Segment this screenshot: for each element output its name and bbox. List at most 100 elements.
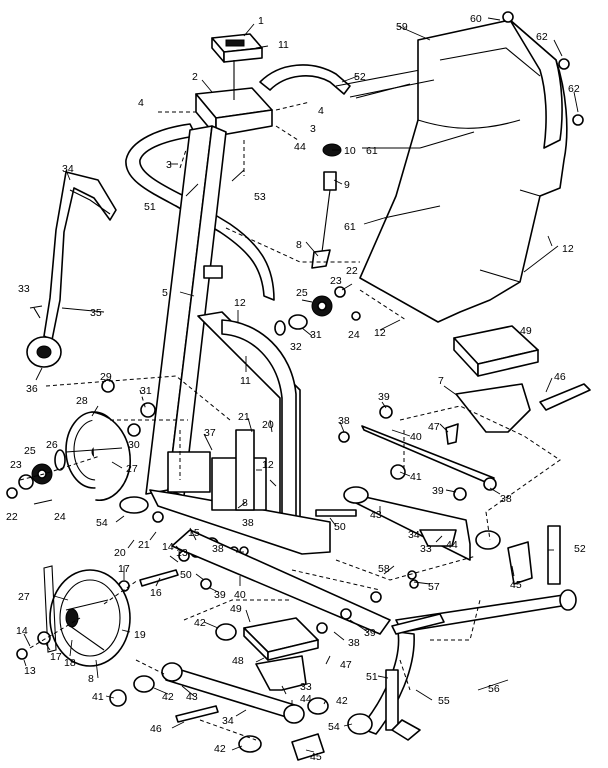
callout-53: 53 bbox=[254, 191, 266, 203]
callout-62: 62 bbox=[536, 31, 548, 43]
callout-39: 39 bbox=[432, 485, 444, 497]
callout-19: 19 bbox=[134, 629, 146, 641]
callout-17: 17 bbox=[50, 651, 62, 663]
callout-12: 12 bbox=[262, 459, 274, 471]
callout-3: 3 bbox=[166, 159, 172, 171]
callout-11: 11 bbox=[278, 39, 289, 51]
callout-12: 12 bbox=[374, 327, 386, 339]
callout-61: 61 bbox=[344, 221, 356, 233]
callout-46: 46 bbox=[554, 371, 566, 383]
callout-34: 34 bbox=[408, 529, 420, 541]
callout-50: 50 bbox=[334, 521, 346, 533]
callout-41: 41 bbox=[410, 471, 422, 483]
callout-36: 36 bbox=[26, 383, 38, 395]
callout-52: 52 bbox=[574, 543, 586, 555]
console-assembly bbox=[195, 33, 273, 137]
assembly-guide-lines bbox=[19, 101, 561, 741]
callout-34: 34 bbox=[222, 715, 234, 727]
callout-12: 12 bbox=[234, 297, 246, 309]
callout-40: 40 bbox=[410, 431, 422, 443]
callout-3: 3 bbox=[310, 123, 316, 135]
chain-guard bbox=[26, 171, 117, 368]
callout-59: 59 bbox=[396, 21, 408, 33]
callout-8: 8 bbox=[296, 239, 302, 251]
callout-56: 56 bbox=[488, 683, 500, 695]
callout-48: 48 bbox=[232, 655, 244, 667]
callout-4: 4 bbox=[318, 105, 324, 117]
callout-8: 8 bbox=[88, 673, 94, 685]
callout-42: 42 bbox=[336, 695, 348, 707]
callout-22: 22 bbox=[346, 265, 358, 277]
callout-4: 4 bbox=[294, 141, 300, 153]
callout-47: 47 bbox=[340, 659, 352, 671]
callout-20: 20 bbox=[114, 547, 126, 559]
callout-38: 38 bbox=[348, 637, 360, 649]
callout-21: 21 bbox=[138, 539, 150, 551]
callout-50: 50 bbox=[180, 569, 192, 581]
callout-8: 8 bbox=[242, 497, 248, 509]
base-frame bbox=[171, 525, 577, 741]
callout-17: 17 bbox=[118, 563, 130, 575]
callout-39: 39 bbox=[214, 589, 226, 601]
callout-55: 55 bbox=[438, 695, 450, 707]
callout-42: 42 bbox=[162, 691, 174, 703]
callout-33: 33 bbox=[300, 681, 312, 693]
callout-29: 29 bbox=[100, 371, 112, 383]
callout-43: 43 bbox=[370, 509, 382, 521]
callout-39: 39 bbox=[364, 627, 376, 639]
callout-21: 21 bbox=[238, 411, 250, 423]
callout-24: 24 bbox=[348, 329, 360, 341]
callout-14: 14 bbox=[16, 625, 28, 637]
callout-38: 38 bbox=[338, 415, 350, 427]
callout-4: 4 bbox=[138, 97, 144, 109]
callout-27: 27 bbox=[18, 591, 30, 603]
callout-5: 5 bbox=[162, 287, 168, 299]
callout-35: 35 bbox=[90, 307, 102, 319]
callout-25: 25 bbox=[24, 445, 36, 457]
callout-32: 32 bbox=[290, 341, 302, 353]
callout-62: 62 bbox=[568, 83, 580, 95]
callout-38: 38 bbox=[500, 493, 512, 505]
callout-28: 28 bbox=[76, 395, 88, 407]
callout-61: 61 bbox=[366, 145, 378, 157]
tension-assembly bbox=[311, 143, 342, 269]
callout-30: 30 bbox=[128, 439, 140, 451]
callout-60: 60 bbox=[470, 13, 482, 25]
rear-shroud bbox=[349, 11, 584, 323]
callout-51: 51 bbox=[144, 201, 156, 213]
callout-37: 37 bbox=[204, 427, 216, 439]
callout-15: 15 bbox=[188, 527, 200, 539]
callout-26: 26 bbox=[46, 439, 58, 451]
callout-12: 12 bbox=[562, 243, 574, 255]
callout-38: 38 bbox=[242, 517, 254, 529]
callout-25: 25 bbox=[296, 287, 308, 299]
large-pulley bbox=[65, 411, 131, 501]
callout-58: 58 bbox=[378, 563, 390, 575]
callout-33: 33 bbox=[420, 543, 432, 555]
callout-9: 9 bbox=[344, 179, 350, 191]
callout-54: 54 bbox=[328, 721, 340, 733]
callout-18: 18 bbox=[64, 657, 76, 669]
callout-23: 23 bbox=[330, 275, 342, 287]
callout-11: 11 bbox=[240, 375, 251, 387]
callout-31: 31 bbox=[140, 385, 152, 397]
callout-20: 20 bbox=[262, 419, 274, 431]
callout-49: 49 bbox=[230, 603, 242, 615]
callout-1: 1 bbox=[258, 15, 264, 27]
callout-7: 7 bbox=[438, 375, 444, 387]
left-pedal-assembly bbox=[109, 608, 373, 761]
callout-27: 27 bbox=[126, 463, 138, 475]
callout-4: 4 bbox=[300, 141, 306, 153]
callout-47: 47 bbox=[428, 421, 440, 433]
callout-23: 23 bbox=[10, 459, 22, 471]
callout-42: 42 bbox=[194, 617, 206, 629]
callout-13: 13 bbox=[176, 547, 188, 559]
callout-52: 52 bbox=[354, 71, 366, 83]
leader-lines bbox=[23, 17, 579, 753]
callout-45: 45 bbox=[310, 751, 322, 763]
callout-43: 43 bbox=[186, 691, 198, 703]
front-pulley bbox=[16, 565, 131, 667]
callout-46: 46 bbox=[150, 723, 162, 735]
callout-40: 40 bbox=[234, 589, 246, 601]
